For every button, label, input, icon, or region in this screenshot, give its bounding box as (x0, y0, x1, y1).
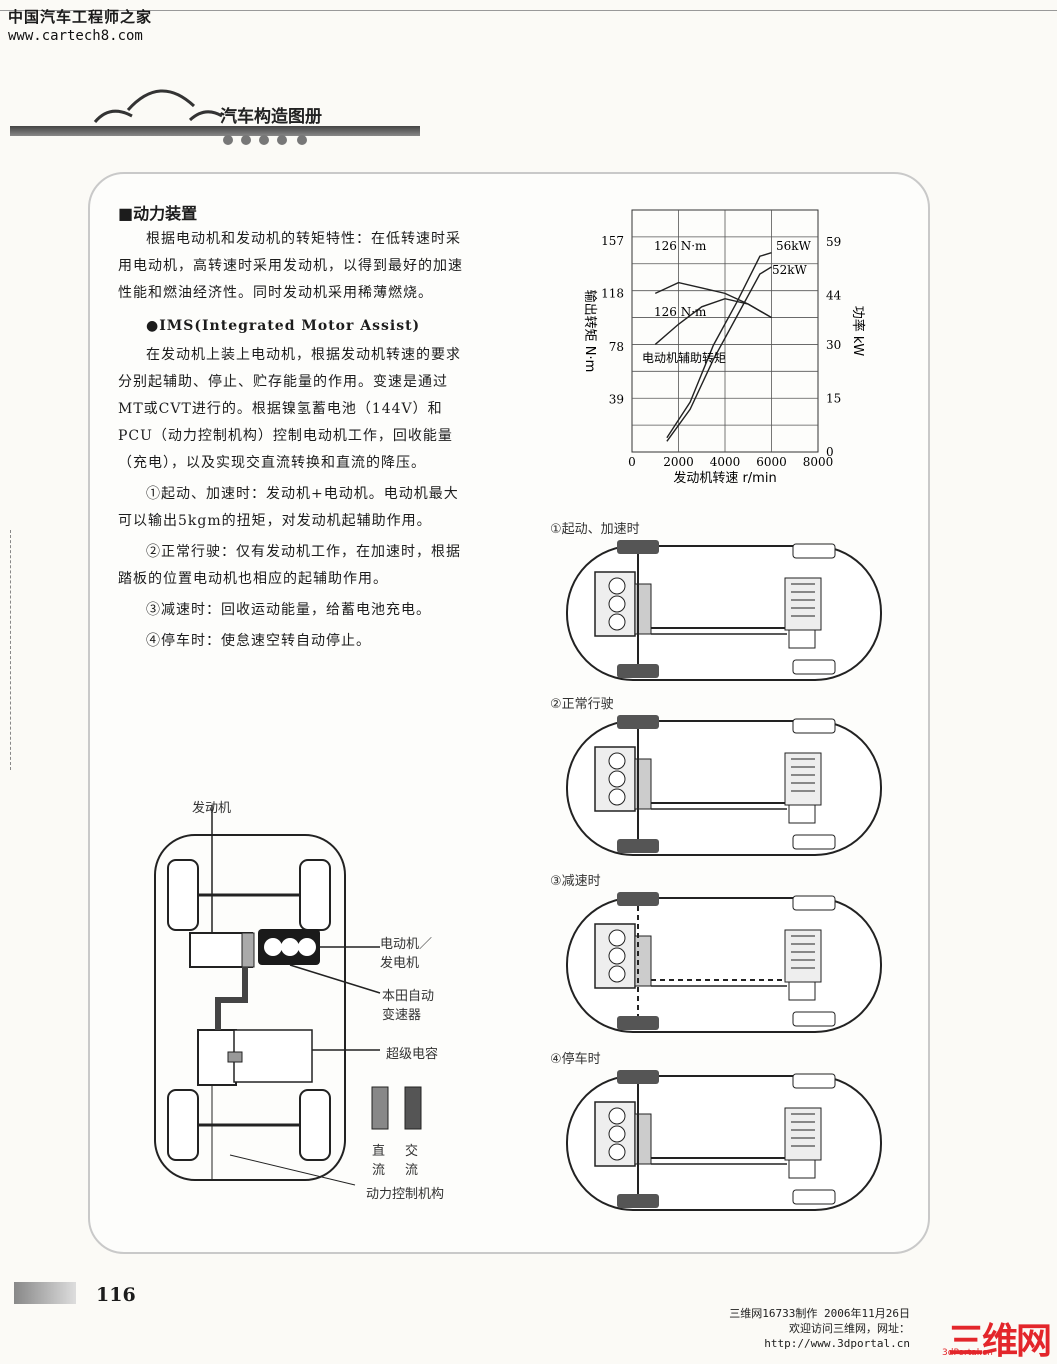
footer-line-1: 三维网16733制作 2006年11月26日 (729, 1307, 910, 1320)
brand-sub: 3dPortal.cn (942, 1348, 993, 1358)
series-line (666, 266, 772, 442)
mode-item-1: ①起动、加速时：发动机+电动机。电动机最大可以输出5kgm的扭矩，对发动机起辅助… (118, 486, 459, 529)
intro-paragraph: 根据电动机和发动机的转矩特性：在低转速时采用电动机，高转速时采用发动机，以得到最… (118, 231, 463, 301)
annotation-label: 56kW (776, 239, 812, 253)
header-band (10, 126, 420, 136)
y-tick-label: 157 (601, 234, 624, 248)
mode-item-4: ④停车时：使怠速空转自动停止。 (146, 633, 371, 649)
x-axis-label: 发动机转速 r/min (673, 470, 776, 486)
x-tick-label: 8000 (803, 455, 834, 469)
x-tick-label: 2000 (663, 455, 694, 469)
y2-tick-label: 15 (826, 392, 841, 406)
chassis-diagram: 发动机 电动机／发电机 本田自动变速器 超级电容 直流 交流 动力控制机构 (150, 795, 480, 1205)
mode-item-2: ②正常行驶：仅有发动机工作，在加速时，根据踏板的位置电动机也相应的起辅助作用。 (118, 544, 461, 587)
ac-label: 交流 (405, 1144, 419, 1178)
y-tick-label: 78 (609, 340, 624, 354)
x-tick-label: 0 (628, 455, 636, 469)
book-title: 汽车构造图册 (220, 107, 322, 127)
footer-line-2: 欢迎访问三维网，网址： (789, 1322, 910, 1335)
top-rule (0, 10, 1057, 11)
car-top-view (565, 540, 885, 689)
torque-power-chart: 0 2000 4000 6000 8000 39 78 118 157 0 15 30 44 59 发动机转… (570, 200, 870, 490)
section-title: ■动力装置 (118, 204, 198, 223)
y2-tick-label: 44 (826, 288, 842, 302)
y-axis-label: 输出转矩 N·m (582, 290, 598, 373)
y-tick-label: 39 (609, 393, 624, 407)
header-arc-decoration (93, 89, 223, 124)
mode-caption: ②正常行驶 (550, 697, 614, 712)
motor-generator-label: 电动机／发电机 (380, 937, 433, 971)
annotation-label: 电动机辅助转矩 (642, 350, 726, 365)
header-dots (223, 135, 307, 145)
ims-paragraph: 在发动机上装上电动机，根据发动机转速的要求分别起辅助、停止、贮存能量的作用。变速… (118, 347, 461, 471)
site-logo-text: 中国汽车工程师之家 (8, 8, 153, 26)
margin-mark (10, 530, 14, 770)
mode-caption: ③减速时 (550, 874, 601, 889)
dc-label: 直流 (372, 1144, 386, 1178)
y2-tick-label: 0 (826, 445, 834, 459)
engine-label: 发动机 (192, 801, 232, 816)
transmission-label: 本田自动变速器 (382, 989, 435, 1023)
ims-heading: ●IMS(Integrated Motor Assist) (146, 318, 421, 334)
car-top-view (565, 1070, 885, 1219)
x-tick-label: 4000 (710, 455, 741, 469)
pcu-label: 动力控制机构 (366, 1187, 445, 1202)
capacitor-label: 超级电容 (386, 1047, 439, 1062)
annotation-label: 52kW (772, 263, 808, 277)
page-number: 116 (96, 1284, 136, 1306)
y2-axis-label: 功率 kW (850, 306, 866, 357)
mode-item-3: ③减速时：回收运动能量，给蓄电池充电。 (146, 602, 431, 618)
car-top-view (565, 892, 885, 1041)
footer-line-3[interactable]: http://www.3dportal.cn (764, 1337, 910, 1350)
page-number-bar (14, 1282, 76, 1304)
series-line (666, 252, 772, 439)
brand-logo: 三维网 (948, 1321, 1052, 1362)
annotation-label: 126 N·m (654, 239, 707, 253)
site-url: www.cartech8.com (8, 28, 143, 44)
chart-svg: 0 2000 4000 6000 8000 39 78 118 157 0 15 30 44 59 发动机转… (582, 209, 866, 486)
car-top-view (565, 715, 885, 864)
mode-caption: ①起动、加速时 (550, 522, 640, 537)
y2-tick-label: 59 (826, 235, 841, 249)
mode-caption: ④停车时 (550, 1052, 601, 1067)
y-tick-label: 118 (601, 286, 624, 300)
y2-tick-label: 30 (826, 338, 841, 352)
annotation-label: 126 N·m (654, 305, 707, 319)
x-tick-label: 6000 (756, 455, 787, 469)
text-column: 根据电动机和发动机的转矩特性：在低转速时采用电动机，高转速时采用发动机，以得到最… (118, 226, 470, 659)
series-line (654, 298, 772, 345)
footer-credits: 三维网16733制作 2006年11月26日 欢迎访问三维网，网址： http:… (710, 1306, 910, 1351)
